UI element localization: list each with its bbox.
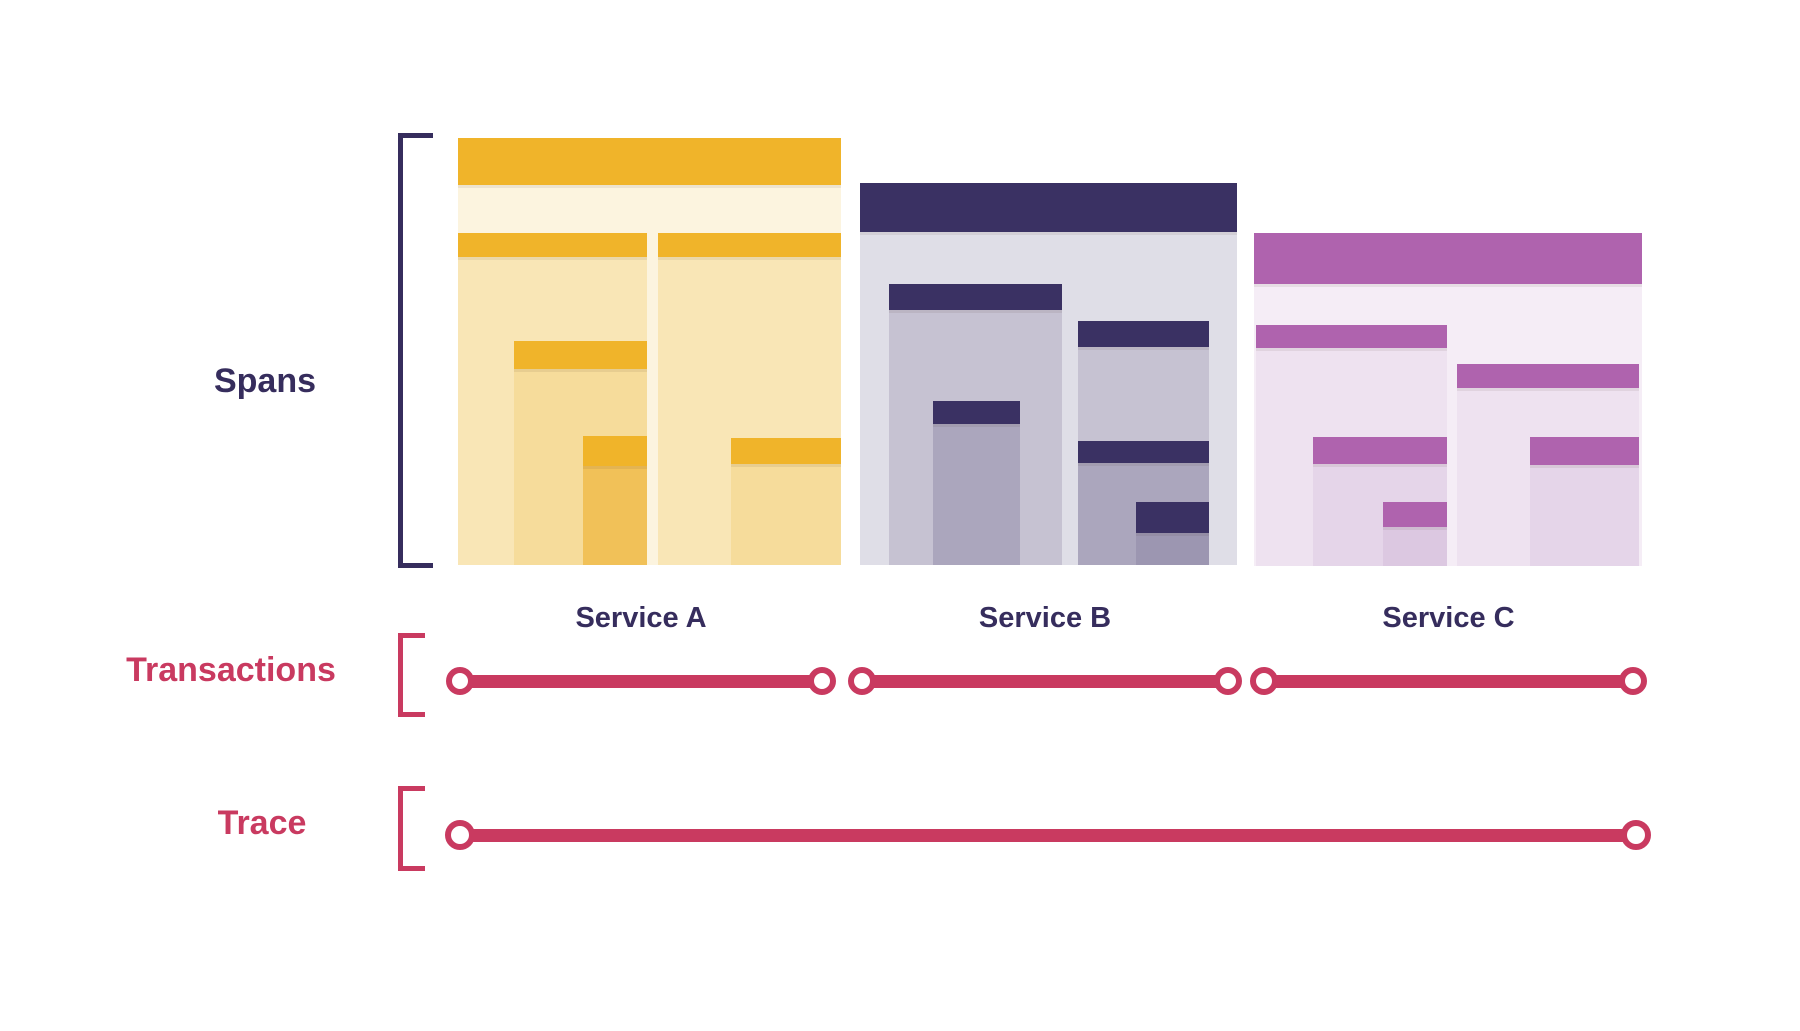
trace-line bbox=[460, 828, 1636, 842]
service-label: Service A bbox=[575, 602, 707, 634]
transaction-start-ring bbox=[1250, 667, 1278, 695]
span-block bbox=[583, 436, 647, 565]
spans-label: Spans bbox=[213, 362, 317, 400]
span-block bbox=[1383, 502, 1447, 566]
trace-start-ring bbox=[445, 820, 475, 850]
trace-end-ring bbox=[1621, 820, 1651, 850]
trace-label: Trace bbox=[217, 804, 307, 842]
span-block bbox=[731, 438, 841, 565]
span-header bbox=[860, 183, 1237, 232]
span-header bbox=[458, 138, 841, 185]
trace-bracket bbox=[398, 786, 425, 871]
span-header bbox=[514, 341, 647, 369]
span-header bbox=[1256, 325, 1447, 348]
transaction-start-ring bbox=[446, 667, 474, 695]
span-block bbox=[933, 401, 1020, 565]
spans-bracket bbox=[398, 133, 433, 568]
service-label: Service C bbox=[1382, 602, 1515, 634]
span-block bbox=[1136, 502, 1209, 565]
transaction-end-ring bbox=[808, 667, 836, 695]
span-header bbox=[1313, 437, 1447, 464]
transaction-segment bbox=[460, 674, 822, 688]
transaction-end-ring bbox=[1619, 667, 1647, 695]
transaction-start-ring bbox=[848, 667, 876, 695]
span-header bbox=[933, 401, 1020, 424]
span-header bbox=[731, 438, 841, 464]
span-header bbox=[1383, 502, 1447, 527]
span-header bbox=[583, 436, 647, 466]
span-header bbox=[1457, 364, 1639, 388]
span-header bbox=[1078, 321, 1209, 347]
span-header bbox=[889, 284, 1062, 310]
transactions-bracket bbox=[398, 633, 425, 717]
transactions-label: Transactions bbox=[126, 651, 336, 689]
span-block bbox=[1530, 437, 1639, 566]
transaction-segment bbox=[1264, 674, 1633, 688]
span-header bbox=[1530, 437, 1639, 465]
span-header bbox=[658, 233, 841, 257]
span-header bbox=[458, 233, 647, 257]
span-header bbox=[1136, 502, 1209, 533]
span-header bbox=[1254, 233, 1642, 284]
transaction-segment bbox=[862, 674, 1228, 688]
transaction-end-ring bbox=[1214, 667, 1242, 695]
service-label: Service B bbox=[978, 602, 1112, 634]
span-header bbox=[1078, 441, 1209, 463]
